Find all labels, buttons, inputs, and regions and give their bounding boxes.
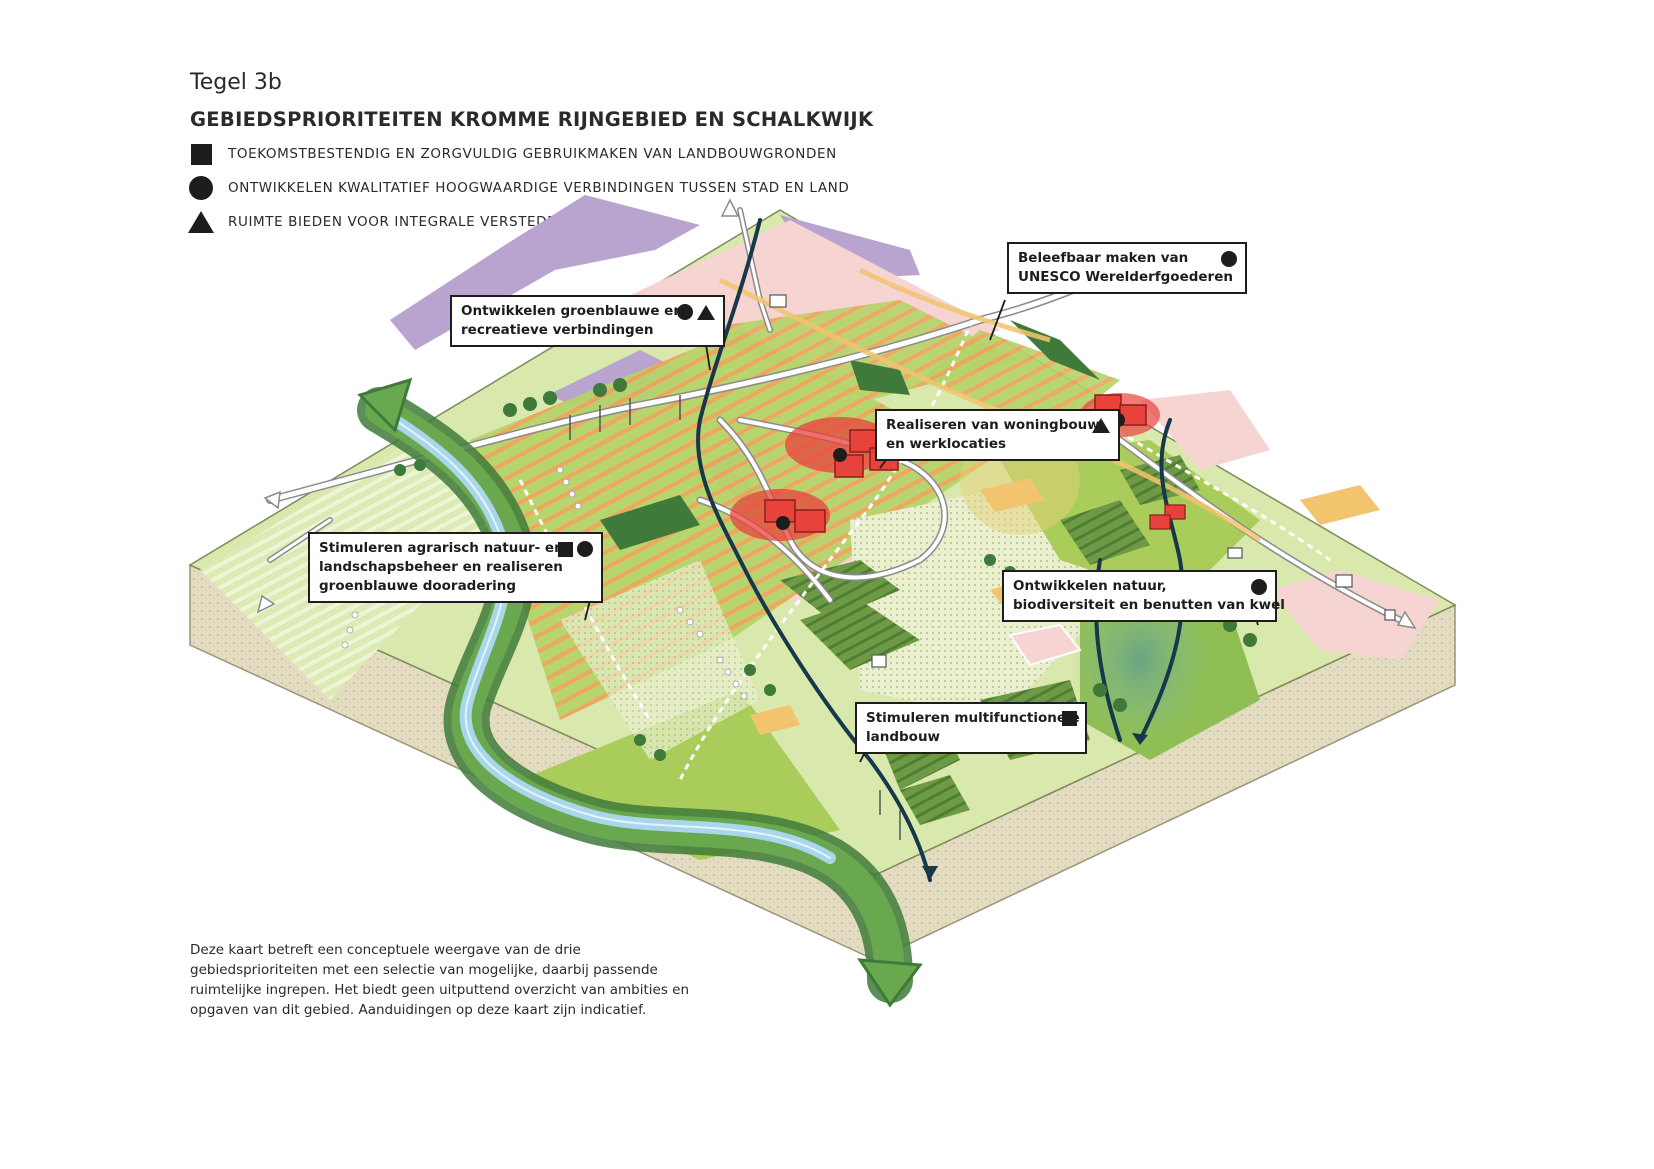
footnote: Deze kaart betreft een conceptuele weerg…: [190, 942, 690, 1018]
square-icon: [558, 541, 573, 557]
circle-icon: [577, 541, 593, 557]
callout-groenblauwe-verbindingen: Ontwikkelen groenblauwe en recreatieve v…: [450, 295, 725, 347]
arrowheads: [922, 733, 1148, 880]
callout-multifunctionele-landbouw: Stimuleren multifunctionele landbouw: [855, 702, 1087, 754]
circle-icon: [188, 175, 214, 201]
circle-icon: [677, 304, 693, 320]
triangle-icon: [188, 209, 214, 235]
legend-item-verbindingen: ONTWIKKELEN KWALITATIEF HOOGWAARDIGE VER…: [188, 175, 849, 201]
edge-arrows: [256, 198, 1417, 630]
river-corridor: [357, 387, 913, 1003]
wind-turbines: [569, 395, 901, 840]
trees: [394, 378, 1257, 761]
legend-label: TOEKOMSTBESTENDIG EN ZORGVULDIG GEBRUIKM…: [228, 146, 837, 162]
legend-item-verstedelijking: RUIMTE BIEDEN VOOR INTEGRALE VERSTEDELIJ…: [188, 209, 609, 235]
circle-icon: [1251, 579, 1267, 595]
legend-label: ONTWIKKELEN KWALITATIEF HOOGWAARDIGE VER…: [228, 180, 850, 196]
river-arrows: [357, 377, 923, 1008]
triangle-icon: [697, 304, 715, 320]
callout-woningbouw-werklocaties: Realiseren van woningbouw en werklocatie…: [875, 409, 1120, 461]
legend-item-landbouw: TOEKOMSTBESTENDIG EN ZORGVULDIG GEBRUIKM…: [188, 141, 837, 167]
callout-natuur-biodiversiteit-kwel: Ontwikkelen natuur, biodiversiteit en be…: [1002, 570, 1285, 622]
circle-icon: [1221, 251, 1237, 267]
small-buildings: [769, 294, 1396, 668]
square-icon: [188, 141, 214, 167]
triangle-icon: [1092, 418, 1110, 433]
hedgerows: [341, 466, 748, 700]
callout-unesco-werelderfgoederen: Beleefbaar maken van UNESCO Werelderfgoe…: [1007, 242, 1247, 294]
tile-label: Tegel 3b: [190, 70, 282, 95]
callout-agrarisch-natuurbeheer: Stimuleren agrarisch natuur- en landscha…: [308, 532, 603, 603]
legend-label: RUIMTE BIEDEN VOOR INTEGRALE VERSTEDELIJ…: [228, 214, 610, 230]
page-title: GEBIEDSPRIORITEITEN KROMME RIJNGEBIED EN…: [190, 108, 874, 131]
square-icon: [1062, 711, 1077, 726]
